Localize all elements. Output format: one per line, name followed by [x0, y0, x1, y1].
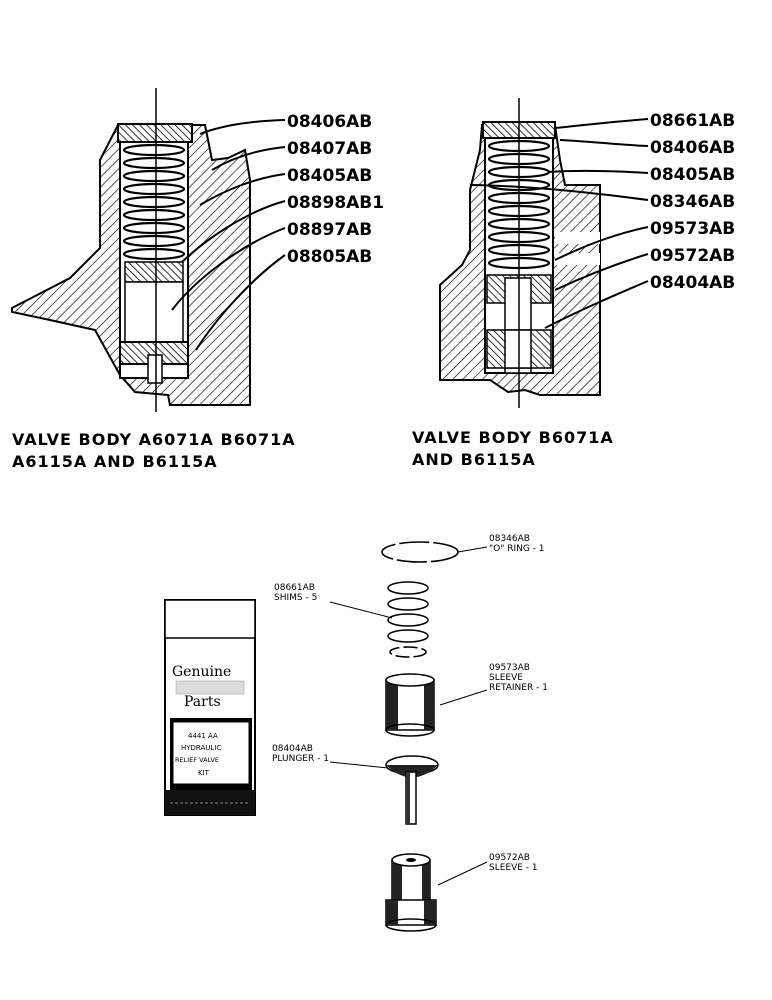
kit-box-parts: Parts	[184, 694, 221, 710]
right-label-5: 09573AB	[650, 219, 735, 239]
right-label-3: 08405AB	[650, 165, 735, 185]
left-caption-line1: VALVE BODY A6071A B6071A	[12, 430, 296, 449]
left-caption-line2: A6115A AND B6115A	[12, 452, 218, 471]
kit-box: Genuine Parts 4441 AA HYDRAULIC RELIEF V…	[164, 599, 256, 816]
exploded-part-2: 08661AB	[274, 583, 315, 593]
kit-box-item-1: 4441 AA	[188, 732, 218, 740]
kit-box-item-4: KIT	[198, 769, 210, 777]
right-label-6: 09572AB	[650, 246, 735, 266]
sleeve	[385, 853, 437, 932]
left-label-6: 08805AB	[287, 247, 372, 267]
left-label-3: 08405AB	[287, 166, 372, 186]
left-label-5: 08897AB	[287, 220, 372, 240]
left-label-1: 08406AB	[287, 112, 372, 132]
exploded-desc-3: SLEEVE	[489, 673, 523, 683]
left-plunger	[124, 261, 184, 283]
o-ring	[381, 541, 459, 563]
shims	[387, 581, 429, 658]
left-spring	[122, 143, 186, 261]
exploded-desc-3b: RETAINER - 1	[489, 683, 548, 693]
exploded-desc-2: SHIMS - 5	[274, 593, 317, 603]
right-valve-section: 08661AB 08406AB 08405AB 08346AB 09573AB …	[412, 98, 735, 469]
right-label-7: 08404AB	[650, 273, 735, 293]
right-label-2: 08406AB	[650, 138, 735, 158]
sleeve-retainer	[385, 673, 435, 737]
exploded-desc-1: "O" RING - 1	[489, 544, 545, 554]
right-label-4: 08346AB	[650, 192, 735, 212]
kit-box-item-3: RELIEF VALVE	[175, 756, 219, 764]
left-valve-section: 08406AB 08407AB 08405AB 08898AB1 08897AB…	[11, 88, 384, 471]
plunger	[385, 755, 439, 825]
exploded-parts: 08346AB "O" RING - 1 08661AB SHIMS - 5 0…	[272, 534, 548, 932]
exploded-part-1: 08346AB	[489, 534, 530, 544]
exploded-part-3: 09573AB	[489, 663, 530, 673]
exploded-desc-5: SLEEVE - 1	[489, 863, 538, 873]
exploded-part-4: 08404AB	[272, 744, 313, 754]
right-label-1: 08661AB	[650, 111, 735, 131]
right-caption-line2: AND B6115A	[412, 450, 536, 469]
kit-box-genuine: Genuine	[172, 664, 231, 680]
kit-box-logo	[175, 680, 245, 695]
left-label-4: 08898AB1	[287, 193, 384, 213]
left-cap	[117, 123, 193, 143]
exploded-desc-4: PLUNGER - 1	[272, 754, 329, 764]
kit-box-item-2: HYDRAULIC	[181, 744, 221, 752]
left-label-2: 08407AB	[287, 139, 372, 159]
exploded-part-5: 09572AB	[489, 853, 530, 863]
right-caption-line1: VALVE BODY B6071A	[412, 428, 614, 447]
